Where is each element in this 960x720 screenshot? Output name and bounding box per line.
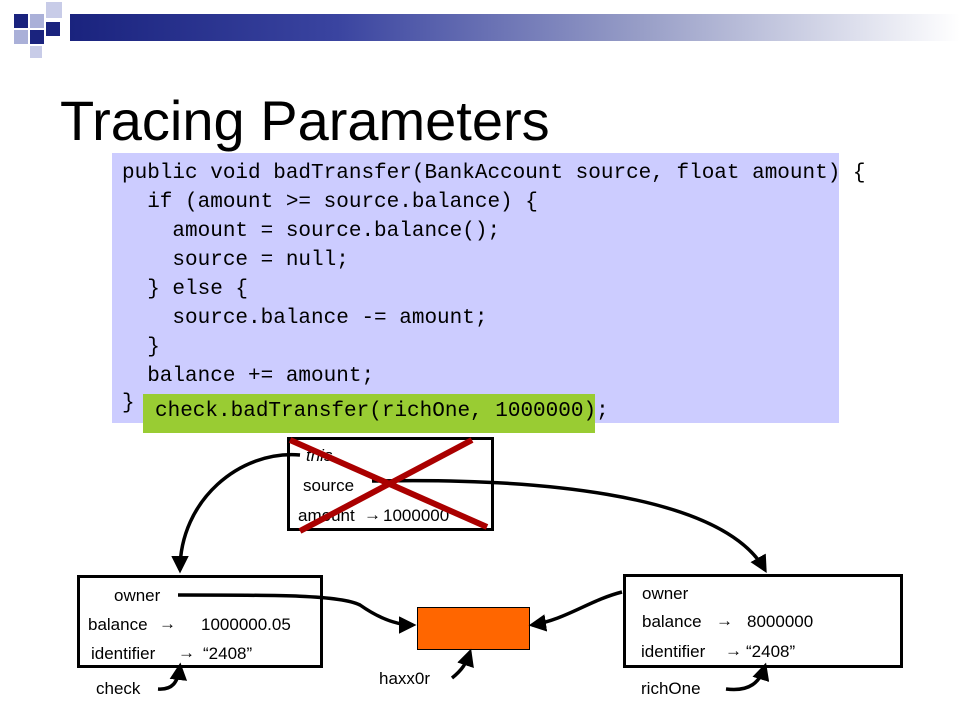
- header-square-3: [46, 2, 62, 18]
- header-square-7: [30, 46, 42, 58]
- header-square-4: [14, 30, 28, 44]
- frame-source-label: source: [303, 476, 355, 495]
- header-gradient-bar: [70, 14, 960, 41]
- call-statement: check.badTransfer(richOne, 1000000);: [155, 400, 609, 423]
- header-square-2: [30, 14, 44, 28]
- arrow-icon: →: [716, 611, 733, 630]
- check-balance-label: balance: [88, 615, 148, 634]
- check-balance-value: 1000000.05: [201, 615, 291, 634]
- source-pointer-arrow: [371, 478, 767, 574]
- check-owner-arrow: [177, 593, 417, 634]
- arrow-icon: →: [725, 641, 742, 660]
- check-identifier-value: “2408”: [203, 644, 253, 663]
- code-line: balance += amount;: [122, 365, 375, 388]
- richone-owner-arrow: [528, 590, 623, 632]
- haxx0r-var-arrow: [450, 648, 474, 680]
- frame-amount-value: 1000000: [383, 506, 450, 525]
- var-haxx0r-label: haxx0r: [379, 669, 431, 688]
- arrow-icon: →: [159, 614, 176, 633]
- haxx0r-object: [417, 607, 530, 650]
- header-square-6: [46, 22, 60, 36]
- code-line: amount = source.balance();: [122, 220, 501, 243]
- richone-identifier-label: identifier: [641, 642, 706, 661]
- code-line: source.balance -= amount;: [122, 307, 488, 330]
- cross-stroke-2: [298, 437, 474, 534]
- code-block: [112, 153, 839, 423]
- check-identifier-label: identifier: [91, 644, 156, 663]
- code-line: } else {: [122, 278, 249, 301]
- check-owner-label: owner: [114, 586, 161, 605]
- code-line: }: [122, 336, 160, 359]
- slide-title: Tracing Parameters: [60, 89, 550, 152]
- this-pointer-arrow: [171, 452, 301, 574]
- richone-balance-value: 8000000: [747, 612, 814, 631]
- code-line: }: [122, 392, 135, 415]
- check-var-arrow: [157, 662, 188, 691]
- richone-var-arrow: [725, 662, 770, 692]
- richone-balance-label: balance: [642, 612, 702, 631]
- header-square-5: [30, 30, 44, 44]
- call-highlight: [143, 394, 595, 433]
- richone-identifier-value: “2408”: [746, 642, 796, 661]
- code-line: public void badTransfer(BankAccount sour…: [122, 162, 866, 185]
- header-square-1: [14, 14, 28, 28]
- arrow-icon: →: [178, 643, 195, 662]
- var-richone-label: richOne: [641, 679, 701, 698]
- arrow-icon: →: [364, 505, 381, 524]
- richone-owner-label: owner: [642, 584, 689, 603]
- code-line: source = null;: [122, 249, 349, 272]
- code-line: if (amount >= source.balance) {: [122, 191, 538, 214]
- var-check-label: check: [96, 679, 141, 698]
- check-object-box: [77, 575, 323, 668]
